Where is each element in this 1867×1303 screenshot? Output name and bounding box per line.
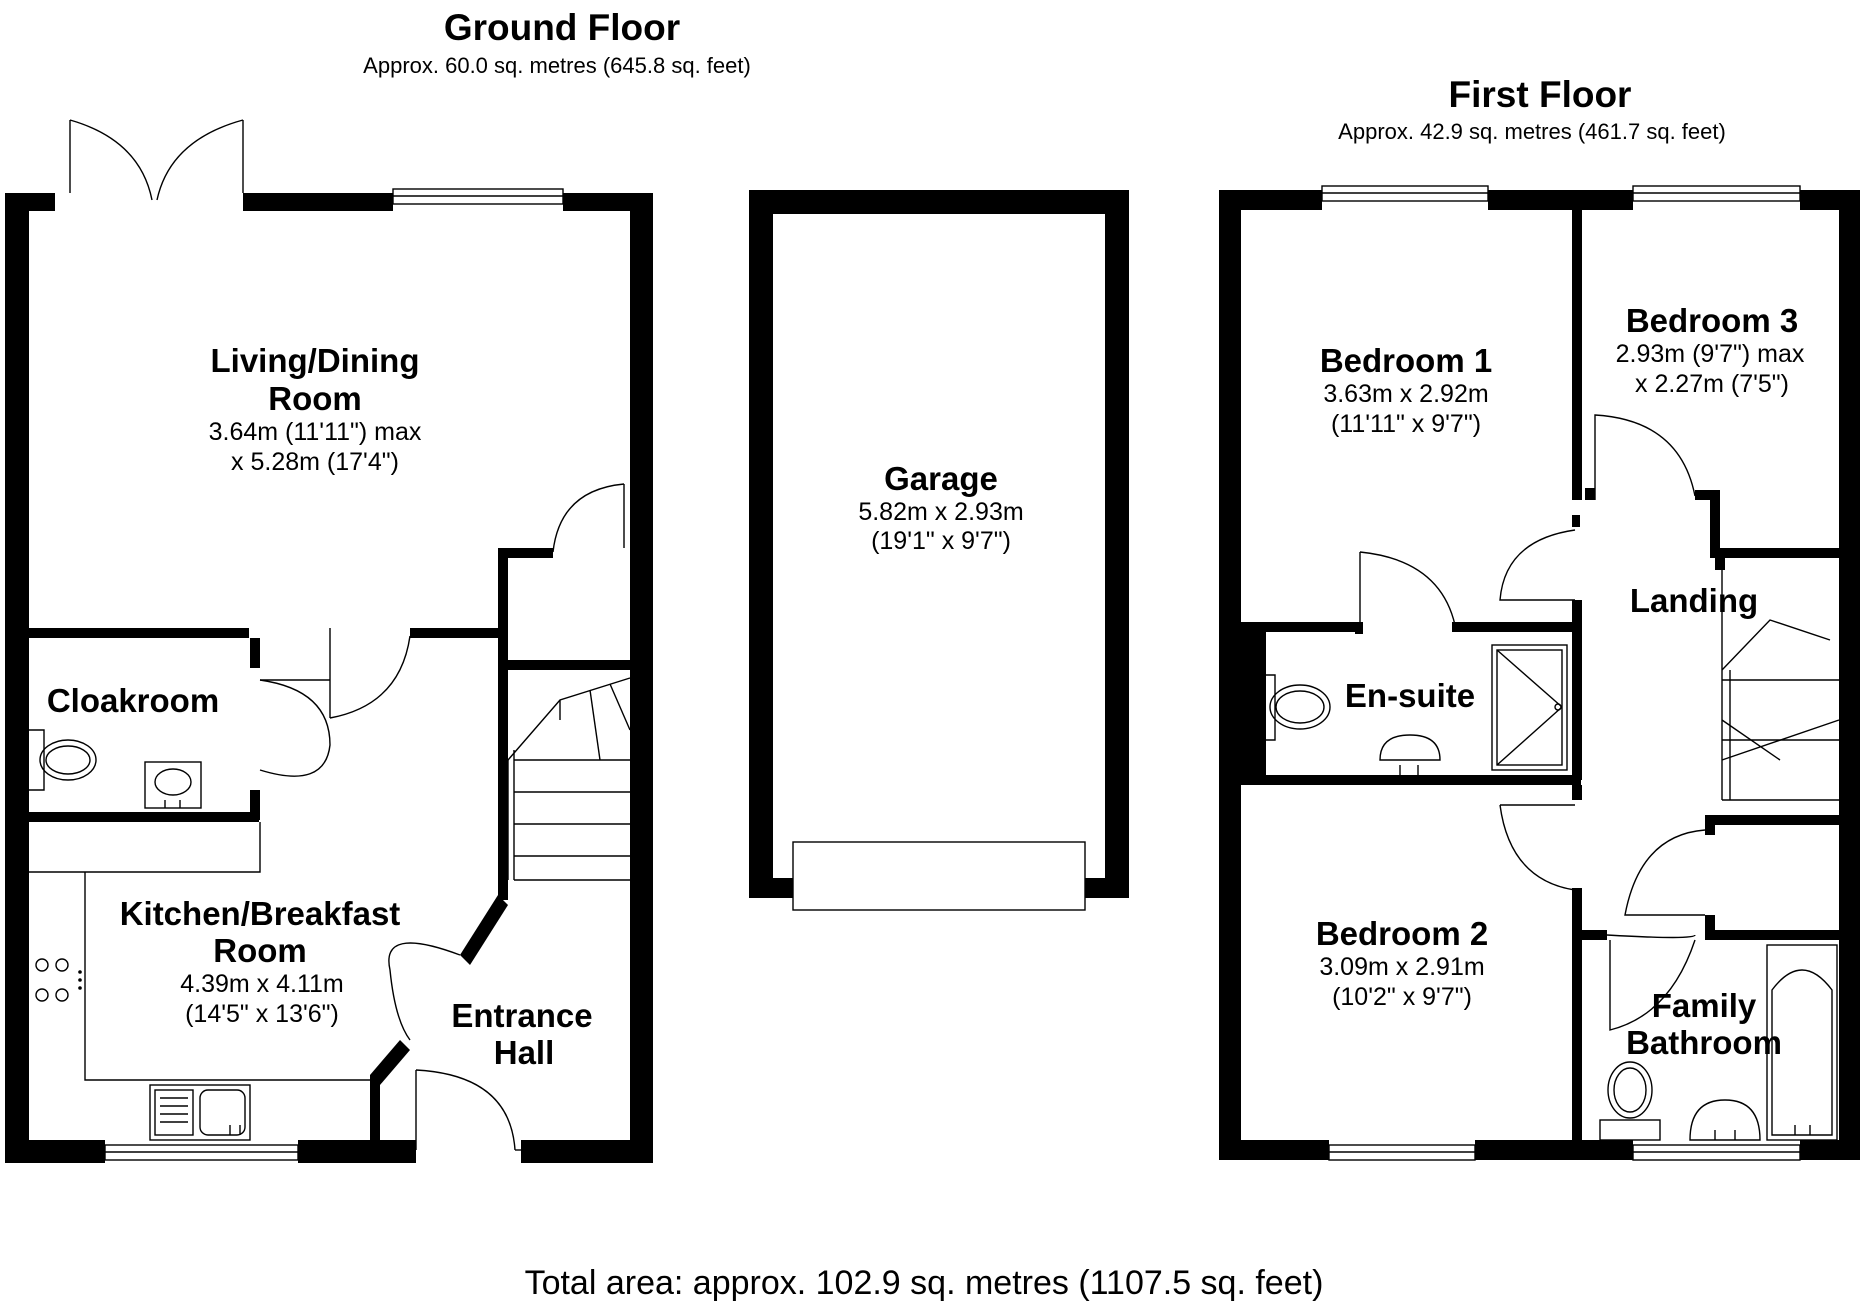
total-area: Total area: approx. 102.9 sq. metres (11… bbox=[525, 1264, 1324, 1302]
ground-floor-area: Approx. 60.0 sq. metres (645.8 sq. feet) bbox=[363, 53, 751, 78]
ground-floor-title: Ground Floor bbox=[444, 7, 680, 48]
kitchen-label-2: Room bbox=[213, 932, 307, 969]
bedroom-3-dimensions: 2.93m (9'7") max bbox=[1616, 340, 1805, 368]
bedroom-2-dimensions-2: (10'2" x 9'7") bbox=[1332, 983, 1472, 1011]
bedroom-1-dimensions-2: (11'11" x 9'7") bbox=[1331, 410, 1481, 438]
garage-dimensions-2: (19'1" x 9'7") bbox=[871, 527, 1011, 555]
ensuite-label: En-suite bbox=[1345, 677, 1475, 714]
living-room-dimensions-2: x 5.28m (17'4") bbox=[231, 448, 399, 476]
bedroom-1-label: Bedroom 1 bbox=[1320, 342, 1492, 379]
first-floor-plan bbox=[1219, 185, 1860, 1161]
first-floor-title: First Floor bbox=[1449, 74, 1632, 115]
landing-label: Landing bbox=[1630, 582, 1758, 619]
bedroom-2-label: Bedroom 2 bbox=[1316, 915, 1488, 952]
garage-label: Garage bbox=[884, 460, 998, 497]
garage-plan bbox=[749, 190, 1129, 911]
cloakroom-label: Cloakroom bbox=[47, 682, 219, 719]
first-floor-area: Approx. 42.9 sq. metres (461.7 sq. feet) bbox=[1338, 119, 1726, 144]
living-room-dimensions: 3.64m (11'11") max bbox=[209, 418, 422, 446]
family-bathroom-label-2: Bathroom bbox=[1626, 1024, 1782, 1061]
bedroom-2-dimensions: 3.09m x 2.91m bbox=[1319, 953, 1484, 981]
bedroom-3-dimensions-2: x 2.27m (7'5") bbox=[1635, 370, 1789, 398]
bedroom-3-label: Bedroom 3 bbox=[1626, 302, 1798, 339]
entrance-hall-label: Entrance bbox=[451, 997, 592, 1034]
bedroom-1-dimensions: 3.63m x 2.92m bbox=[1323, 380, 1488, 408]
garage-dimensions: 5.82m x 2.93m bbox=[858, 498, 1023, 526]
entrance-hall-label-2: Hall bbox=[494, 1034, 555, 1071]
living-room-label: Living/Dining bbox=[211, 342, 420, 379]
kitchen-label: Kitchen/Breakfast bbox=[120, 895, 401, 932]
kitchen-dimensions-2: (14'5" x 13'6") bbox=[185, 1000, 339, 1028]
ground-floor-plan bbox=[5, 119, 653, 1163]
kitchen-dimensions: 4.39m x 4.11m bbox=[180, 970, 344, 998]
living-room-label-2: Room bbox=[268, 380, 362, 417]
family-bathroom-label: Family bbox=[1652, 987, 1757, 1024]
